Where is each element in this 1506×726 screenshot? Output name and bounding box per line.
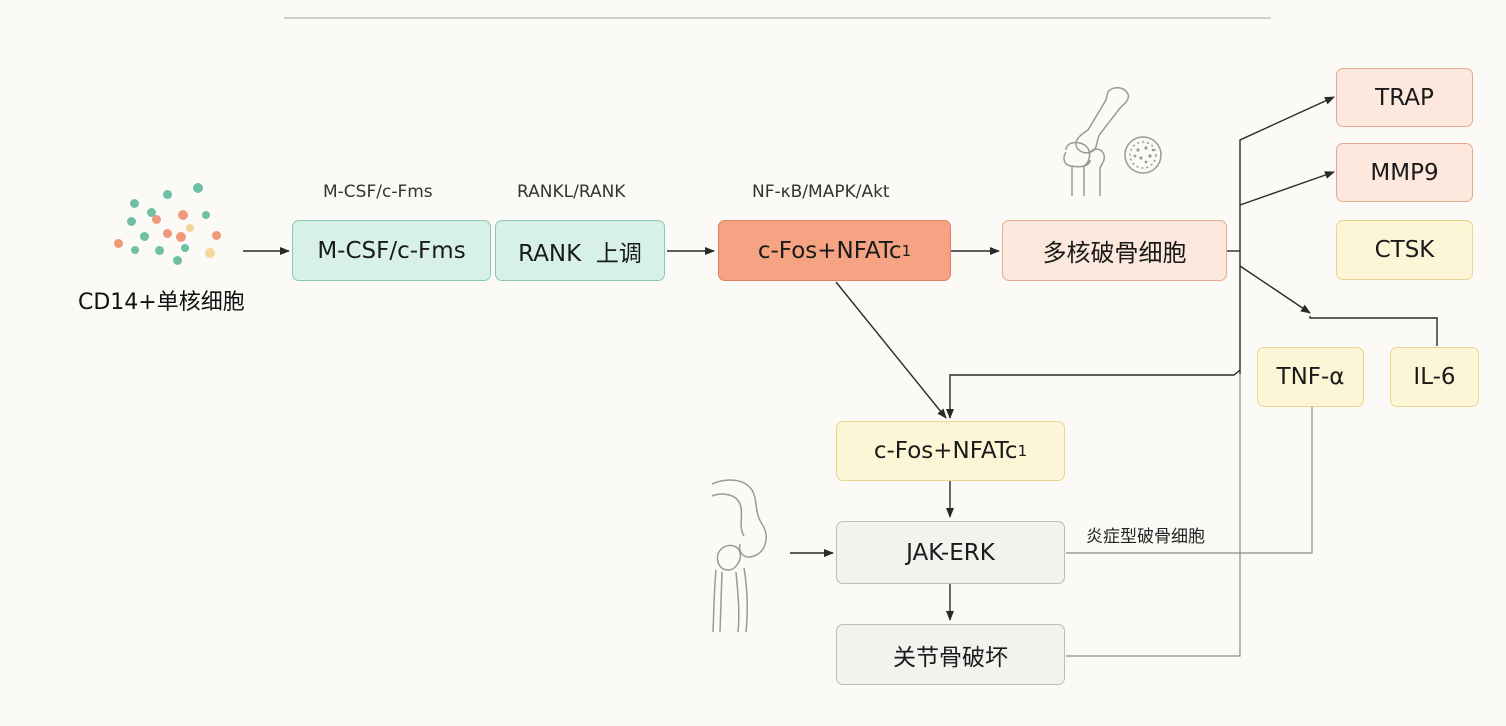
tnf-label: TNF-α [1276, 364, 1345, 390]
pathway-label-nfkb: NF-κB/MAPK/Akt [752, 182, 890, 202]
line-tnf-to-jak [1066, 407, 1313, 554]
mcsf-node-label: M-CSF/c-Fms [317, 237, 466, 264]
jak-erk-label: JAK-ERK [906, 539, 995, 566]
top-divider [284, 17, 1271, 19]
arrow-to-mmp9 [1239, 171, 1335, 206]
tnf-node: TNF-α [1257, 347, 1364, 407]
arrow-to-tnf-junction [1239, 265, 1311, 314]
cfos-lower-label: c-Fos+NFATc [873, 438, 1018, 464]
rank-node: RANK 上调 [495, 220, 665, 281]
mmp9-node: MMP9 [1336, 143, 1473, 202]
il6-node: IL-6 [1390, 347, 1479, 407]
source-label: CD14+单核细胞 [78, 290, 245, 315]
ctsk-node: CTSK [1336, 220, 1473, 280]
cfos-main-subscript: 1 [901, 241, 912, 260]
trap-node: TRAP [1336, 68, 1473, 127]
osteoclast-label: 多核破骨细胞 [1042, 239, 1187, 267]
arrow-to-trap [1239, 96, 1335, 374]
pathway-label-rankl: RANKL/RANK [517, 182, 626, 202]
arrow-cfos-diagonal [835, 281, 947, 419]
arrow-feedback-to-cfos [946, 369, 1241, 419]
bone-joint-icon [1063, 87, 1130, 196]
bracket-tnf-il6 [1309, 316, 1438, 346]
ctsk-label: CTSK [1374, 237, 1435, 263]
osteoclast-cell-icon [1124, 136, 1162, 174]
line-joint-to-trunk [1066, 374, 1241, 657]
mcsf-node: M-CSF/c-Fms [292, 220, 491, 281]
joint-destruction-label: 关节骨破坏 [893, 644, 1008, 671]
knee-joint-icon [711, 479, 767, 633]
trap-label: TRAP [1375, 84, 1434, 111]
cfos-main-label: c-Fos+NFATc [757, 237, 902, 264]
jak-erk-node: JAK-ERK [836, 521, 1065, 584]
pathway-label-mcsf: M-CSF/c-Fms [323, 182, 433, 202]
cfos-lower-subscript: 1 [1017, 442, 1028, 460]
il6-label: IL-6 [1413, 364, 1456, 390]
osteoclast-node: 多核破骨细胞 [1002, 220, 1227, 281]
inflammatory-annotation: 炎症型破骨细胞 [1086, 527, 1205, 547]
mmp9-label: MMP9 [1370, 159, 1439, 186]
rank-node-label: RANK 上调 [518, 240, 642, 267]
joint-destruction-node: 关节骨破坏 [836, 624, 1065, 685]
